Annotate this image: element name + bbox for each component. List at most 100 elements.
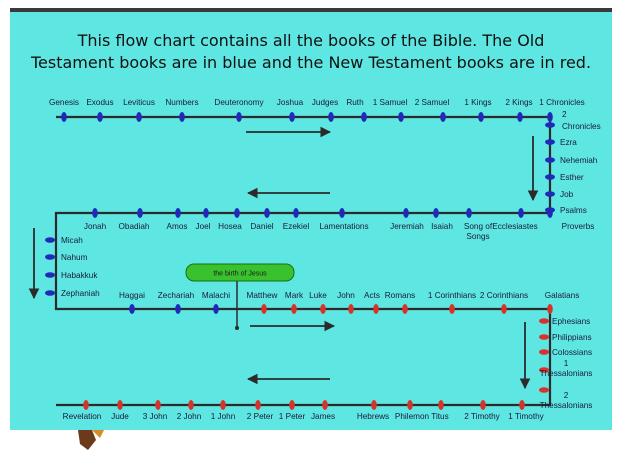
book-marker <box>517 112 523 122</box>
book-label-1-peter: 1 Peter <box>279 412 306 421</box>
book-label-colossians: Colossians <box>552 348 592 357</box>
book-node-nahum <box>45 254 55 260</box>
book-marker <box>220 400 226 410</box>
book-node-leviticus <box>136 112 142 122</box>
book-marker <box>328 112 334 122</box>
book-node-joel <box>203 208 209 218</box>
book-label-acts: Acts <box>364 291 380 300</box>
book-label-james: James <box>311 412 335 421</box>
book-marker <box>547 304 553 314</box>
book-label-ezra: Ezra <box>560 138 577 147</box>
book-node-1-chronicles <box>547 112 553 122</box>
book-label-revelation: Revelation <box>63 412 102 421</box>
book-marker <box>480 400 486 410</box>
book-marker <box>264 208 270 218</box>
book-label-exodus: Exodus <box>86 98 113 107</box>
book-label-numbers: Numbers <box>165 98 198 107</box>
book-node-2-kings <box>517 112 523 122</box>
book-node-1-kings <box>478 112 484 122</box>
book-label-zechariah: Zechariah <box>158 291 195 300</box>
book-node-3-john <box>155 400 161 410</box>
book-label-romans: Romans <box>385 291 416 300</box>
book-marker <box>291 304 297 314</box>
book-node-ezekiel <box>293 208 299 218</box>
book-node-2-chronicles <box>545 122 555 128</box>
book-marker <box>545 157 555 163</box>
book-marker <box>236 112 242 122</box>
book-node-deuteronomy <box>236 112 242 122</box>
book-label-joel: Joel <box>195 222 210 231</box>
book-node-revelation <box>83 400 89 410</box>
cartoon-figure-partial <box>78 430 104 450</box>
book-marker <box>289 112 295 122</box>
serpentine-line <box>54 115 552 407</box>
book-marker <box>466 208 472 218</box>
book-marker <box>545 122 555 128</box>
book-marker <box>539 349 549 355</box>
book-marker <box>203 208 209 218</box>
book-node-amos <box>175 208 181 218</box>
book-node-ephesians <box>539 318 549 324</box>
book-node-judges <box>328 112 334 122</box>
title-line-2: Testament books are in blue and the New … <box>30 53 592 72</box>
book-marker <box>320 304 326 314</box>
book-marker <box>371 400 377 410</box>
book-marker <box>289 400 295 410</box>
book-node-2-samuel <box>440 112 446 122</box>
book-label-zephaniah: Zephaniah <box>61 289 100 298</box>
book-marker <box>403 208 409 218</box>
book-node-haggai <box>129 304 135 314</box>
book-label-1-samuel: 1 Samuel <box>373 98 408 107</box>
book-node-zephaniah <box>45 290 55 296</box>
book-node-joshua <box>289 112 295 122</box>
book-label-esther: Esther <box>560 173 584 182</box>
book-label-1-timothy: 1 Timothy <box>508 412 544 421</box>
book-label-malachi: Malachi <box>202 291 230 300</box>
book-node-obadiah <box>137 208 143 218</box>
book-node-habakkuk <box>45 272 55 278</box>
book-node-malachi <box>213 304 219 314</box>
birth-label: the birth of Jesus <box>213 271 267 278</box>
book-label-isaiah: Isaiah <box>431 222 453 231</box>
book-label-luke: Luke <box>309 291 327 300</box>
direction-arrows <box>28 126 539 390</box>
book-node-john <box>348 304 354 314</box>
book-marker <box>449 304 455 314</box>
book-node-titus <box>438 400 444 410</box>
book-node-ecclesiastes <box>518 208 524 218</box>
book-node-2-john <box>188 400 194 410</box>
book-marker <box>175 304 181 314</box>
book-node-matthew <box>261 304 267 314</box>
book-label-1-kings: 1 Kings <box>464 98 491 107</box>
book-node-romans <box>402 304 408 314</box>
book-label-haggai: Haggai <box>119 291 145 300</box>
book-marker <box>137 208 143 218</box>
book-label-job: Job <box>560 190 574 199</box>
book-label-jude: Jude <box>111 412 129 421</box>
book-marker <box>519 400 525 410</box>
book-marker <box>155 400 161 410</box>
book-node-ezra <box>545 139 555 145</box>
book-node-luke <box>320 304 326 314</box>
book-label-1-john: 1 John <box>211 412 236 421</box>
book-label-nehemiah: Nehemiah <box>560 156 598 165</box>
book-marker <box>433 208 439 218</box>
book-label-philippians: Philippians <box>552 333 592 342</box>
book-label-mark: Mark <box>285 291 304 300</box>
book-label-micah: Micah <box>61 236 83 245</box>
book-node-1-timothy <box>519 400 525 410</box>
book-label-2-peter: 2 Peter <box>247 412 274 421</box>
book-node-jonah <box>92 208 98 218</box>
book-node-isaiah <box>433 208 439 218</box>
book-label-deuteronomy: Deuteronomy <box>214 98 264 107</box>
book-label-2-kings: 2 Kings <box>505 98 532 107</box>
book-node-philippians <box>539 334 549 340</box>
book-marker <box>545 191 555 197</box>
birth-pointer-dot <box>235 326 239 330</box>
book-label-amos: Amos <box>167 222 188 231</box>
top-border <box>10 8 612 13</box>
book-label-hebrews: Hebrews <box>357 412 389 421</box>
book-label-ecclesiastes: Ecclesiastes <box>492 222 538 231</box>
